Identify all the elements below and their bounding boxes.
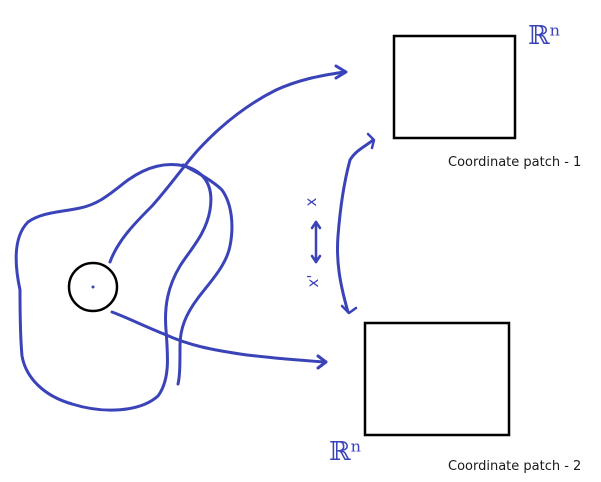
map-arrow-to-patch-1 bbox=[108, 70, 346, 264]
coordinate-patch-2-box bbox=[363, 321, 511, 437]
manifold-point bbox=[91, 285, 95, 289]
coordinate-patch-1-label: Coordinate patch - 1 bbox=[448, 155, 581, 170]
coordinate-double-arrow-head-bottom bbox=[310, 254, 322, 264]
transition-map-arrow bbox=[336, 138, 375, 314]
manifold-region-right bbox=[176, 163, 234, 386]
coord-x-prime-text: x' bbox=[304, 274, 322, 287]
coordinate-patch-2-label: Coordinate patch - 2 bbox=[448, 459, 581, 474]
rn-label-bottom: ℝⁿ bbox=[329, 437, 362, 467]
coord-x-text: x bbox=[302, 197, 320, 206]
arrowhead-patch-1 bbox=[334, 64, 348, 80]
coordinate-patch-1-box bbox=[392, 34, 517, 140]
transition-arrowhead-bottom bbox=[340, 304, 358, 315]
transition-arrowhead-top bbox=[366, 132, 376, 150]
coordinate-double-arrow-head-top bbox=[310, 220, 322, 230]
manifold-region-left bbox=[14, 163, 213, 412]
neighbourhood-circle bbox=[67, 261, 119, 313]
map-arrow-to-patch-2 bbox=[110, 310, 326, 364]
rn-label-top: ℝⁿ bbox=[528, 21, 561, 51]
arrowhead-patch-2 bbox=[316, 354, 328, 370]
